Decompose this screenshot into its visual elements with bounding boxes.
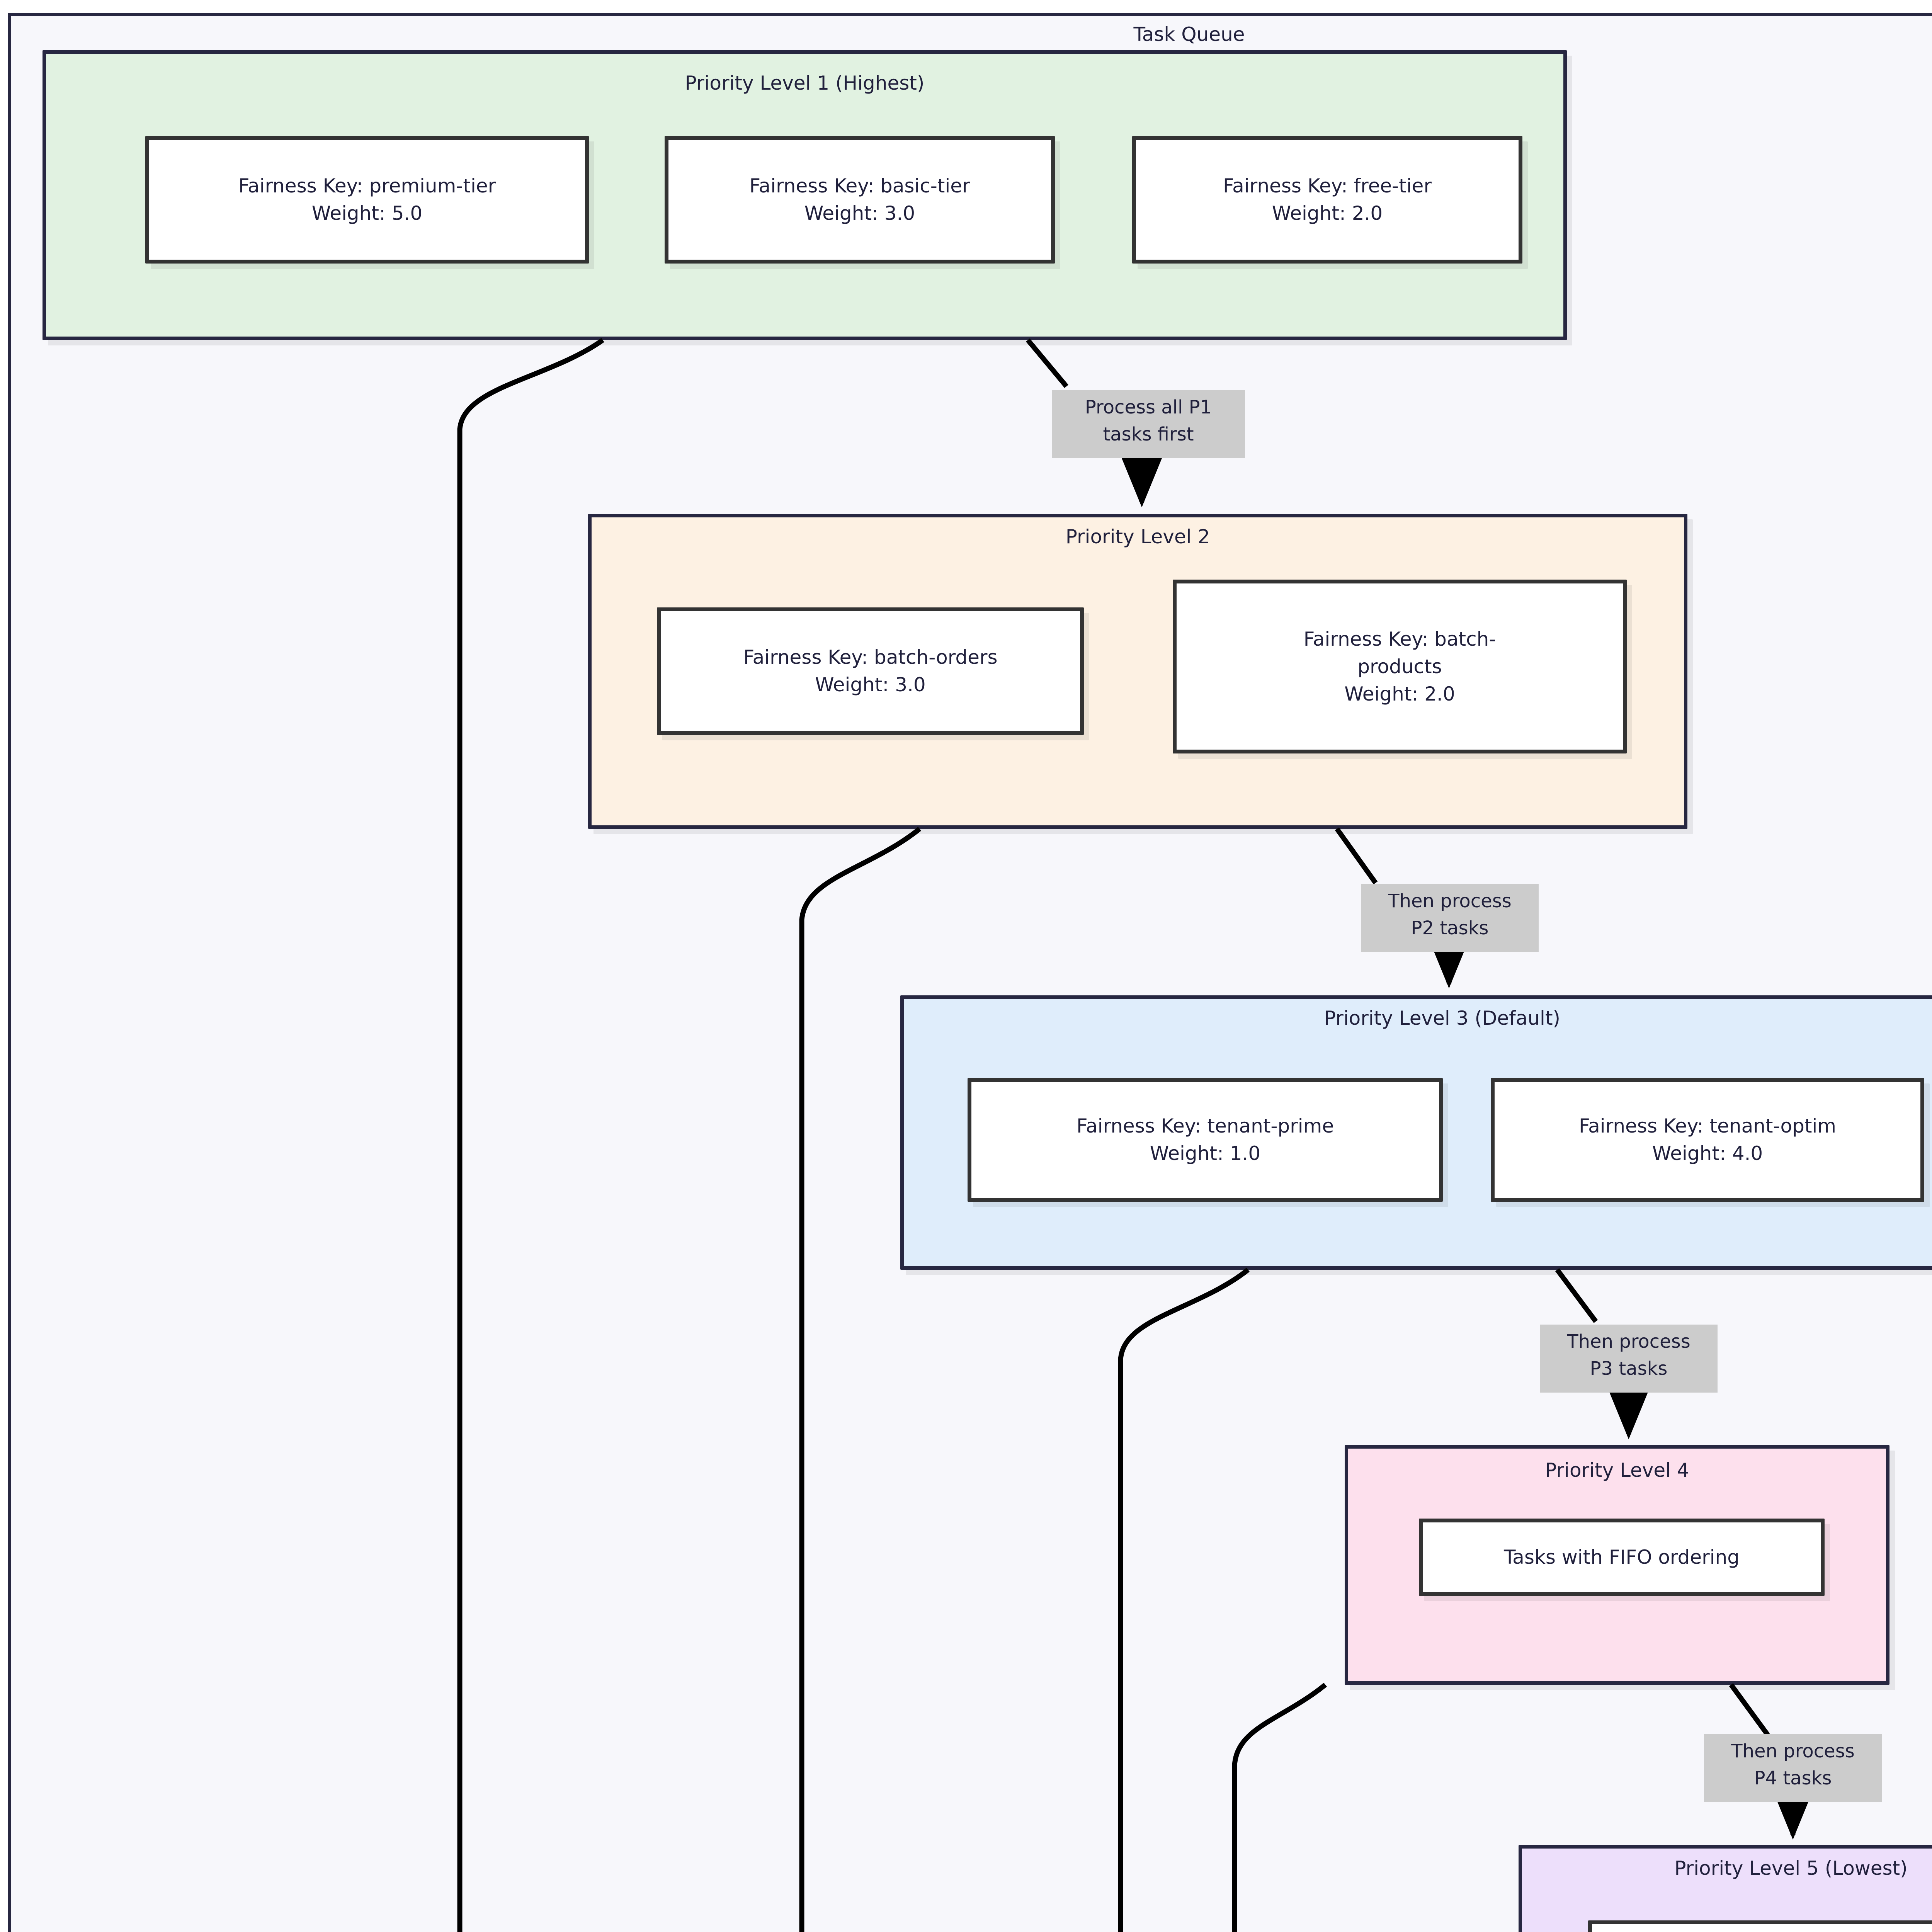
cluster-priority-level-1-title: Priority Level 1 (Highest) — [685, 72, 925, 94]
node-p1-basic-tier[interactable]: Fairness Key: basic-tier Weight: 3.0 — [665, 136, 1055, 264]
edge-label-p4-to-p5: Then process P4 tasks — [1704, 1734, 1882, 1802]
cluster-priority-level-5 — [1519, 1845, 1932, 1932]
cluster-priority-level-5-title: Priority Level 5 (Lowest) — [1674, 1857, 1908, 1879]
edge-label-p1-to-p2: Process all P1 tasks first — [1052, 390, 1245, 458]
cluster-priority-level-3-title: Priority Level 3 (Default) — [1324, 1007, 1561, 1029]
edge-label-line2: P2 tasks — [1411, 917, 1489, 939]
node-label-line2: products — [1357, 655, 1442, 678]
node-label-line1: Fairness Key: batch- — [1303, 628, 1496, 650]
node-label-line2: Weight: 2.0 — [1272, 202, 1383, 224]
edge-label-line1: Then process — [1388, 890, 1512, 912]
node-p2-batch-products[interactable]: Fairness Key: batch- products Weight: 2.… — [1173, 580, 1627, 753]
edge-label-line2: P4 tasks — [1754, 1767, 1832, 1789]
edge-label-line1: Then process — [1731, 1740, 1855, 1762]
edge-label-p2-to-p3: Then process P2 tasks — [1361, 884, 1539, 952]
node-p2-batch-orders[interactable]: Fairness Key: batch-orders Weight: 3.0 — [657, 607, 1084, 735]
node-label-line2: Weight: 1.0 — [1150, 1142, 1261, 1165]
node-p3-tenant-optim[interactable]: Fairness Key: tenant-optim Weight: 4.0 — [1491, 1078, 1924, 1202]
node-label-line2: Weight: 4.0 — [1652, 1142, 1763, 1165]
node-label-line2: Weight: 3.0 — [815, 673, 926, 696]
cluster-task-queue-title: Task Queue — [1133, 23, 1245, 46]
node-label-line1: Fairness Key: premium-tier — [238, 175, 496, 197]
cluster-priority-level-2-title: Priority Level 2 — [1065, 526, 1210, 548]
node-p1-free-tier[interactable]: Fairness Key: free-tier Weight: 2.0 — [1132, 136, 1522, 264]
node-p4-fifo[interactable]: Tasks with FIFO ordering — [1419, 1519, 1825, 1596]
node-label-line2: Weight: 5.0 — [311, 202, 423, 224]
edge-label-line1: Process all P1 — [1085, 396, 1212, 418]
node-label-line1: Fairness Key: tenant-prime — [1076, 1115, 1334, 1137]
node-label-line1: Fairness Key: free-tier — [1223, 175, 1432, 197]
node-label-line2: Weight: 3.0 — [804, 202, 915, 224]
edge-label-line2: tasks first — [1103, 423, 1194, 445]
node-p3-tenant-prime[interactable]: Fairness Key: tenant-prime Weight: 1.0 — [968, 1078, 1443, 1202]
cluster-priority-level-4-title: Priority Level 4 — [1545, 1459, 1689, 1481]
edge-label-p3-to-p4: Then process P3 tasks — [1540, 1325, 1718, 1393]
edge-label-line2: P3 tasks — [1590, 1357, 1668, 1379]
node-label-line1: Fairness Key: tenant-optim — [1578, 1115, 1837, 1137]
node-label-line3: Weight: 2.0 — [1344, 682, 1455, 705]
node-label-line1: Tasks with FIFO ordering — [1504, 1546, 1740, 1568]
node-p5-fifo[interactable]: Tasks with FIFO ordering — [1588, 1920, 1932, 1932]
node-label-line1: Fairness Key: batch-orders — [743, 646, 998, 668]
edge-label-line1: Then process — [1567, 1331, 1690, 1352]
node-label-line1: Fairness Key: basic-tier — [749, 175, 970, 197]
node-p1-premium-tier[interactable]: Fairness Key: premium-tier Weight: 5.0 — [145, 136, 589, 264]
